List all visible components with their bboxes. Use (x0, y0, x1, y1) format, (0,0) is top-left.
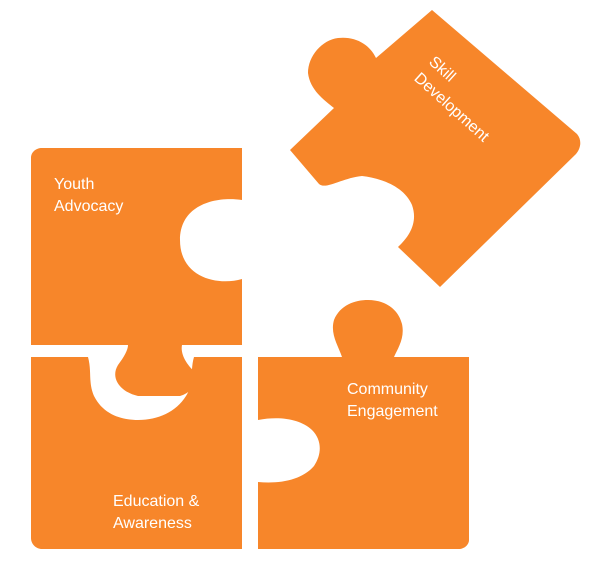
svg-text:Education & Awareness: Education & Awareness (113, 493, 204, 532)
piece-youth-advocacy-shape (31, 148, 242, 396)
education-awareness-label-line1: Education & (113, 493, 200, 510)
svg-text:Youth Advocacy: Youth Advocacy (54, 176, 123, 215)
piece-skill-development-shape (290, 10, 581, 287)
piece-education-awareness-shape (31, 357, 242, 549)
piece-skill-development: Skill Development (290, 10, 581, 287)
svg-text:Community Engagement: Community Engagement (347, 381, 438, 420)
community-engagement-label-line1: Community (347, 381, 428, 398)
education-awareness-label-line2: Awareness (113, 515, 192, 532)
community-engagement-label-line2: Engagement (347, 403, 438, 420)
youth-advocacy-label-line1: Youth (54, 176, 94, 193)
piece-community-engagement: Community Engagement (258, 300, 469, 549)
piece-education-awareness: Education & Awareness (31, 357, 242, 549)
piece-youth-advocacy: Youth Advocacy (31, 148, 242, 396)
piece-community-engagement-shape (258, 300, 469, 549)
youth-advocacy-label-line2: Advocacy (54, 198, 123, 215)
